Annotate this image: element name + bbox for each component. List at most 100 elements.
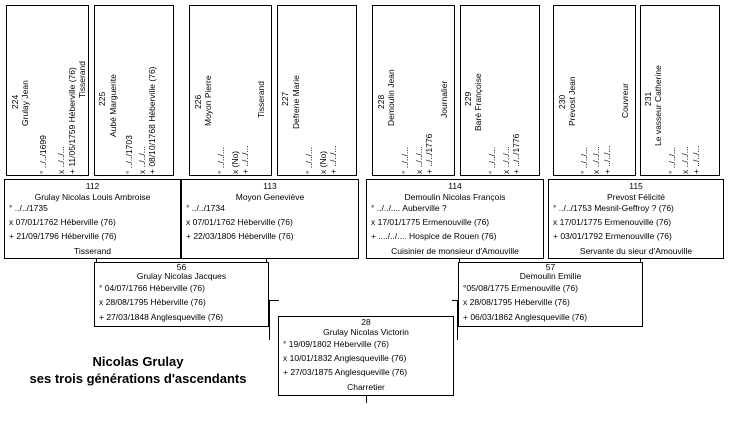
ancestor-115-death: + 03/01/1792 Ermenouville (76) (553, 231, 672, 241)
ancestor-box-224: 224 Grulay Jean ° ../../1699 x ../../...… (6, 5, 89, 176)
ancestor-231-num: 231 (643, 91, 653, 106)
ancestor-115-name: Prevost Félicité (606, 192, 666, 202)
ancestor-227-name: Defrene Marie (291, 75, 301, 129)
ancestor-228-marriage: x ../../... (414, 146, 424, 174)
ancestor-114-death: + ..../../.... Hospice de Rouen (76) (371, 231, 497, 241)
ancestor-230-marriage: x ../../... (591, 146, 601, 174)
ancestor-229-marriage: x ../../... (501, 146, 511, 174)
ancestor-230-num: 230 (557, 94, 567, 109)
ancestor-228-job: Journalier (439, 80, 449, 118)
ancestor-230-death: + ../../... (602, 145, 612, 174)
ancestor-115-birth: ° ../../1753 Mesnil-Geffroy ? (76) (553, 203, 674, 213)
ancestor-228-name: Demoulin Jean (386, 69, 396, 126)
ancestor-228-death: + ../../1776 (424, 133, 434, 174)
ancestor-231-name: Le vasseur Catherine (653, 65, 663, 146)
ancestor-226-num: 226 (193, 94, 203, 109)
ancestor-57-death: + 06/03/1862 Anglesqueville (76) (463, 312, 588, 322)
ancestor-box-114: 114 Demoulin Nicolas François ° ../../..… (366, 179, 544, 259)
ancestor-225-num: 225 (97, 91, 107, 106)
ancestor-229-death: + ../../1776 (511, 133, 521, 174)
connector-line (269, 300, 279, 301)
ancestor-56-death: + 27/03/1848 Anglesqueville (76) (99, 312, 224, 322)
chart-title: Nicolas Grulay ses trois générations d'a… (12, 353, 264, 387)
ancestor-224-num: 224 (10, 94, 20, 109)
ancestor-225-death: + 08/10/1768 Héberville (76) (147, 66, 157, 175)
ancestor-56-num: 56 (176, 262, 187, 272)
ancestor-box-226: 226 Moyon Pierre ° ../../... x (No) + ..… (189, 5, 272, 176)
ancestor-box-230: 230 Prevost Jean ° ../../... x ../../...… (553, 5, 636, 176)
chart-title-line2: ses trois générations d'ascendants (29, 371, 247, 386)
ancestor-112-death: + 21/09/1796 Héberville (76) (9, 231, 117, 241)
chart-title-line1: Nicolas Grulay (92, 354, 184, 369)
ancestor-28-death: + 27/03/1875 Anglesqueville (76) (283, 367, 408, 377)
ancestor-227-marriage: x (No) (318, 150, 328, 174)
ancestor-114-birth: ° ../../.... Auberville ? (371, 203, 447, 213)
ancestor-113-num: 113 (263, 181, 277, 191)
ancestor-225-name: Aubé Marguerite (108, 74, 118, 137)
ancestor-224-marriage: x ../../... (56, 146, 66, 174)
ancestor-57-birth: °05/08/1775 Ermenouville (76) (463, 283, 578, 293)
ancestor-56-name: Grulay Nicolas Jacques (136, 271, 227, 281)
ancestor-box-112: 112 Grulay Nicolas Louis Ambroise ° ../.… (4, 179, 181, 259)
ancestor-box-28: 28 Grulay Nicolas Victorin ° 19/09/1802 … (278, 316, 454, 396)
ancestor-box-227: 227 Defrene Marie ° ../../... x (No) + .… (277, 5, 357, 176)
ancestor-28-name: Grulay Nicolas Victorin (323, 327, 409, 337)
ancestor-228-num: 228 (376, 94, 386, 109)
ancestor-231-death: + ../../... (691, 145, 701, 174)
ancestor-114-job: Cuisinier de monsieur d'Amouville (391, 246, 519, 256)
ancestor-225-marriage: x ../../... (137, 146, 147, 174)
ancestor-114-name: Demoulin Nicolas François (404, 192, 506, 202)
ancestor-225-birth: ° ../../1703 (124, 135, 134, 174)
ancestor-224-birth: ° ../../1699 (38, 135, 48, 174)
ancestor-229-birth: ° ../../... (487, 146, 497, 174)
ancestor-57-num: 57 (545, 262, 556, 272)
ancestor-113-marriage: x 07/01/1762 Héberville (76) (186, 217, 293, 227)
ancestor-224-death: + 11/05/1759 Héberville (76) (67, 67, 77, 174)
ancestor-box-115: 115 Prevost Félicité ° ../../1753 Mesnil… (548, 179, 724, 259)
ancestor-227-birth: ° ../../... (304, 146, 314, 174)
ancestor-box-113: 113 Moyon Geneviève ° ../../1734 x 07/01… (181, 179, 359, 259)
ancestor-113-death: + 22/03/1806 Héberville (76) (186, 231, 294, 241)
connector-line (269, 300, 270, 340)
ancestor-115-job: Servante du sieur d'Amouville (579, 246, 693, 256)
connector-line (452, 300, 460, 301)
ancestor-227-death: + ../../... (328, 145, 338, 174)
ancestor-28-marriage: x 10/01/1832 Anglesqueville (76) (283, 353, 407, 363)
ancestor-224-name: Grulay Jean (20, 80, 30, 126)
ancestor-226-birth: ° ../../... (216, 146, 226, 174)
ancestor-229-name: Baré Françoise (473, 73, 483, 131)
ancestor-112-marriage: x 07/01/1762 Héberville (76) (9, 217, 116, 227)
ancestor-57-name: Demoulin Emilie (519, 271, 582, 281)
connector-line (366, 394, 367, 403)
ancestor-28-num: 28 (361, 317, 371, 327)
ancestor-box-231: 231 Le vasseur Catherine ° ../../... x .… (640, 5, 720, 176)
ancestor-box-57: 57 Demoulin Emilie °05/08/1775 Ermenouvi… (458, 262, 643, 327)
ancestor-28-birth: ° 19/09/1802 Héberville (76) (283, 339, 389, 349)
ancestor-112-num: 112 (85, 181, 100, 191)
ancestor-114-marriage: x 17/01/1775 Ermenouville (76) (371, 217, 490, 227)
ancestor-230-birth: ° ../../... (579, 146, 589, 174)
ancestor-56-birth: ° 04/07/1766 Héberville (76) (99, 283, 205, 293)
ancestor-box-225: 225 Aubé Marguerite ° ../../1703 x ../..… (94, 5, 174, 176)
ancestor-57-marriage: x 28/08/1795 Héberville (76) (463, 297, 570, 307)
ancestor-box-228: 228 Demoulin Jean ° ../../... x ../../..… (372, 5, 455, 176)
ancestor-113-name: Moyon Geneviève (235, 192, 305, 202)
ancestor-box-229: 229 Baré Françoise ° ../../... x ../../.… (460, 5, 540, 176)
ancestor-230-name: Prevost Jean (567, 76, 577, 126)
connector-line (457, 300, 458, 340)
ancestor-112-name: Grulay Nicolas Louis Ambroise (34, 192, 151, 202)
ancestor-226-death: + ../../... (240, 145, 250, 174)
ancestor-box-56: 56 Grulay Nicolas Jacques ° 04/07/1766 H… (94, 262, 269, 327)
ancestor-226-job: Tisserand (256, 80, 266, 118)
ancestor-230-job: Couvreur (620, 83, 630, 118)
ancestor-231-marriage: x ../../... (680, 146, 690, 174)
ancestor-226-marriage: x (No) (230, 150, 240, 174)
ancestor-115-num: 115 (629, 181, 643, 191)
ancestor-228-birth: ° ../../... (400, 146, 410, 174)
ancestor-226-name: Moyon Pierre (203, 75, 213, 126)
ancestor-28-job: Charretier (347, 382, 385, 392)
ancestor-229-num: 229 (463, 91, 473, 106)
ancestor-224-job: Tisserand (77, 60, 87, 98)
ancestor-112-birth: ° ../../1735 (9, 203, 48, 213)
ancestor-112-job: Tisserand (73, 246, 111, 256)
